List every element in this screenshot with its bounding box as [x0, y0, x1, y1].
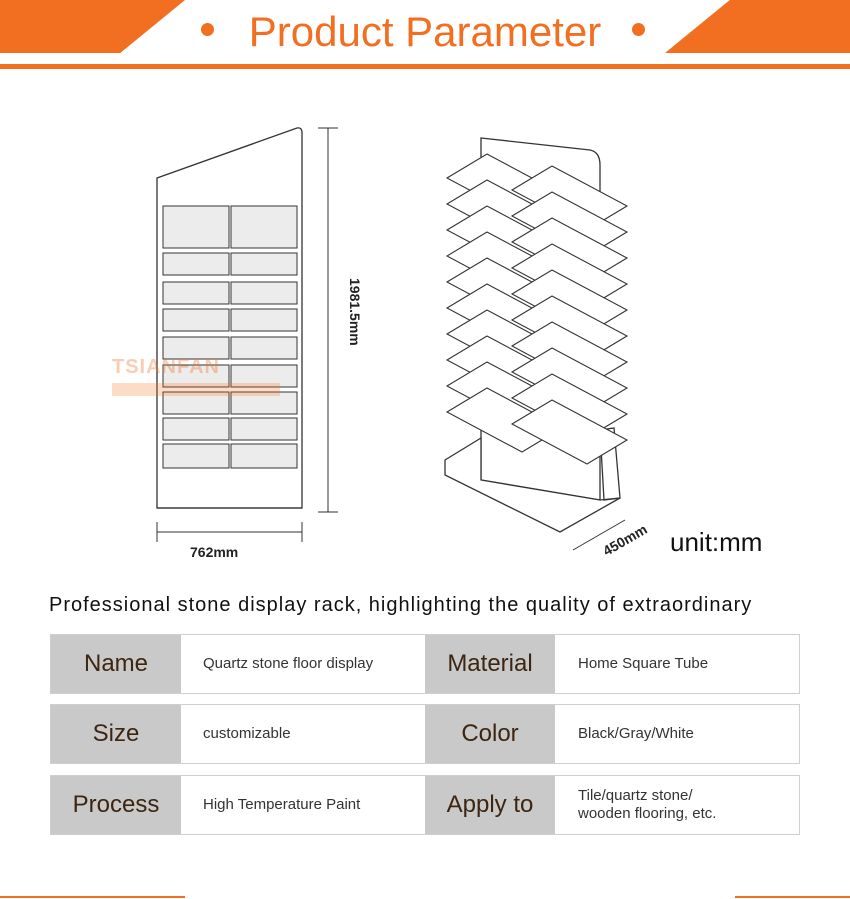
tile-sample [230, 252, 298, 276]
spec-value: customizable [203, 725, 291, 742]
header-banner-left [0, 0, 185, 53]
tile-sample [230, 281, 298, 305]
spec-label: Size [51, 705, 181, 763]
perspective-view-arms [445, 153, 629, 465]
tile-sample [162, 417, 230, 441]
tile-sample [230, 205, 298, 249]
tile-sample [162, 308, 230, 332]
title-dot-right [632, 23, 645, 36]
spec-row: Process High Temperature Paint Apply to … [50, 775, 800, 835]
footer-line-left [0, 896, 185, 898]
spec-value: Home Square Tube [578, 655, 709, 672]
tile-sample [162, 336, 230, 360]
footer-line-right [735, 896, 850, 898]
width-label: 762mm [190, 544, 239, 560]
tile-sample [162, 281, 230, 305]
tile-sample [230, 308, 298, 332]
tile-sample [230, 443, 298, 469]
spec-label: Color [425, 705, 555, 763]
front-view-tiles [162, 205, 298, 469]
tile-sample [230, 391, 298, 415]
tile-sample [162, 364, 230, 388]
product-drawing [156, 127, 629, 551]
tile-sample [230, 364, 298, 388]
tile-sample [162, 252, 230, 276]
page-title: Product Parameter [248, 8, 602, 55]
header-divider [0, 64, 850, 69]
height-label: 1981.5mm [347, 278, 363, 346]
tile-sample [162, 391, 230, 415]
tile-sample [230, 336, 298, 360]
spec-value: Quartz stone floor display [203, 655, 374, 672]
watermark-bar [112, 383, 280, 396]
tile-sample [162, 443, 230, 469]
spec-value: High Temperature Paint [203, 796, 361, 813]
title-dot-left [201, 23, 214, 36]
tile-sample [230, 417, 298, 441]
display-arm [510, 399, 629, 465]
tagline: Professional stone display rack, highlig… [49, 594, 753, 616]
height-dimension-line [318, 127, 338, 513]
spec-label: Process [51, 776, 181, 834]
unit-label: unit:mm [670, 527, 763, 557]
spec-row: Size customizable Color Black/Gray/White [50, 704, 800, 764]
spec-value: Tile/quartz stone/ wooden flooring, etc. [578, 787, 717, 822]
spec-row: Name Quartz stone floor display Material… [50, 634, 800, 694]
depth-dimension-line [572, 519, 626, 551]
header-banner-right [665, 0, 850, 53]
tile-sample [162, 205, 230, 249]
spec-value: Black/Gray/White [578, 725, 694, 742]
front-view-rack [156, 127, 303, 509]
width-dimension-line [156, 522, 303, 542]
watermark-text: TSIANFAN [112, 356, 220, 378]
spec-label: Material [425, 635, 555, 693]
spec-label: Apply to [425, 776, 555, 834]
spec-label: Name [51, 635, 181, 693]
